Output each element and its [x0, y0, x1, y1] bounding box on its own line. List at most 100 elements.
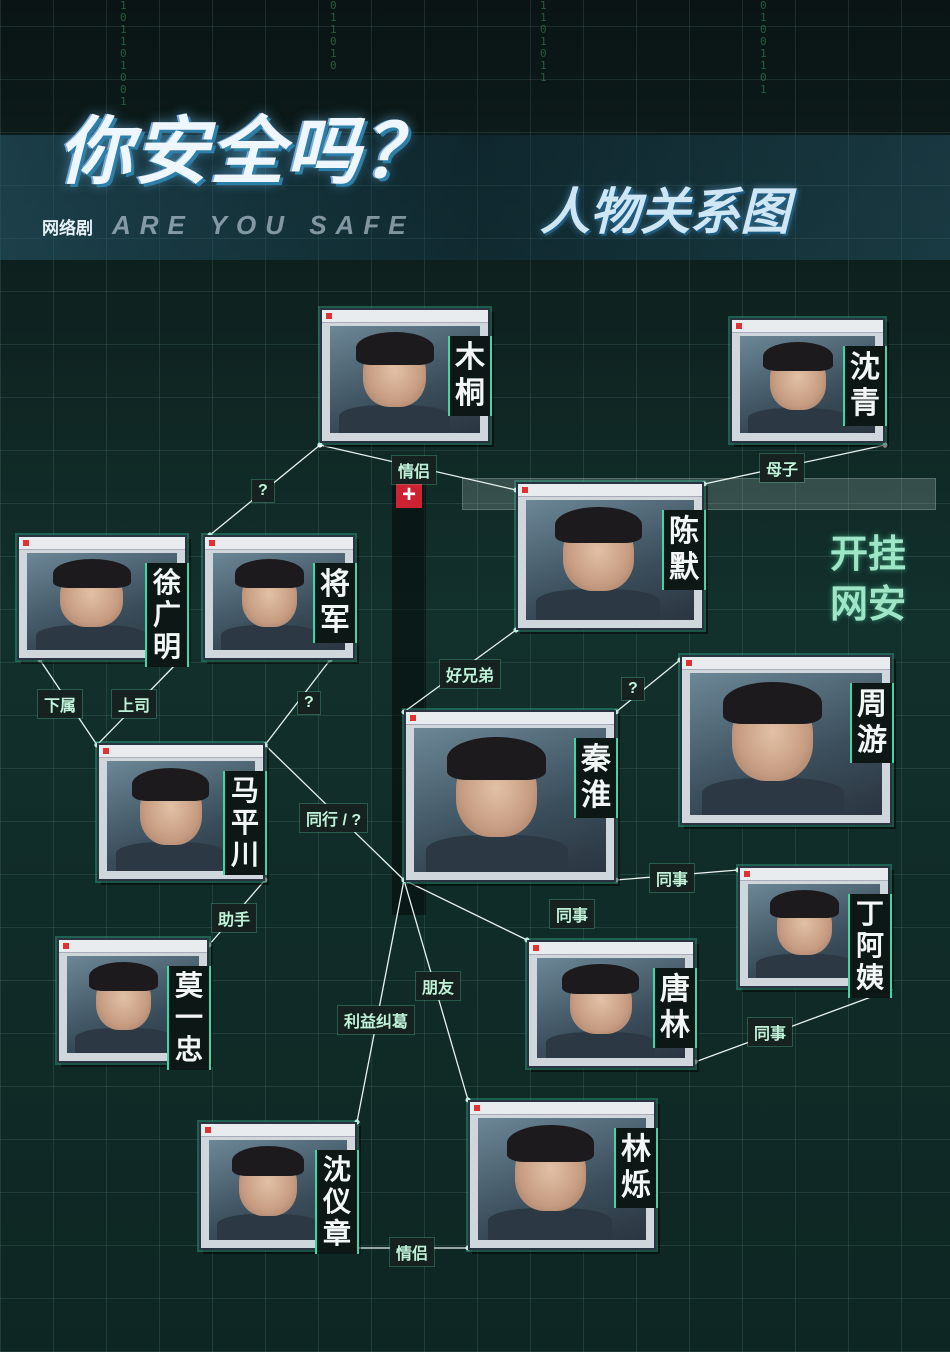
portrait-body [748, 407, 848, 433]
character-photo [748, 884, 880, 978]
window-close-icon [744, 871, 750, 877]
window-close-icon [23, 540, 29, 546]
character-card: 沈青 [730, 318, 885, 443]
character-photo [690, 673, 882, 815]
character-card: 秦淮 [404, 710, 616, 882]
page-subtitle: 人物关系图 [540, 184, 790, 240]
code-rain-decoration: 0 1 1 0 1 0 [330, 0, 337, 72]
character-name: 马平川 [225, 771, 265, 875]
window-titlebar [19, 537, 185, 550]
portrait-body [115, 842, 226, 871]
character-card: 徐广明 [17, 535, 187, 667]
portrait-body [701, 778, 844, 815]
portrait-hair [355, 332, 434, 365]
portrait-body [217, 1214, 320, 1240]
code-rain-decoration: 0 1 0 0 1 1 0 1 [760, 0, 767, 96]
portrait-hair [762, 341, 834, 371]
character-name: 沈仪章 [317, 1150, 357, 1254]
page-title: 你安全吗？ [58, 110, 438, 193]
relation-label: 助手 [212, 904, 257, 932]
window-titlebar [732, 320, 883, 333]
character-name: 陈默 [664, 510, 704, 590]
character-name: 莫一忠 [169, 966, 209, 1070]
character-card: 唐林 [527, 940, 695, 1068]
relation-label: 好兄弟 [440, 660, 501, 688]
portrait-body [74, 1027, 173, 1053]
window-close-icon [686, 660, 692, 666]
portrait-body [220, 624, 319, 650]
window-close-icon [326, 313, 332, 319]
character-card: 莫一忠 [57, 938, 209, 1070]
relation-label: 利益纠葛 [338, 1006, 415, 1034]
portrait-hair [235, 558, 305, 588]
window-titlebar [470, 1102, 654, 1115]
window-close-icon [103, 748, 109, 754]
relation-line [615, 659, 681, 713]
slogan-line: 网安 [829, 584, 906, 626]
window-close-icon [205, 1127, 211, 1133]
window-close-icon [410, 715, 416, 721]
portrait-body [488, 1208, 613, 1240]
character-name: 徐广明 [147, 563, 187, 667]
portrait-hair [562, 964, 640, 994]
relation-label: ? [622, 678, 644, 700]
window-titlebar [99, 745, 263, 758]
character-card: 林烁 [468, 1100, 656, 1250]
window-titlebar [518, 484, 702, 497]
relation-line [403, 879, 528, 941]
relation-line [694, 989, 891, 1063]
relation-label: 同事 [650, 864, 695, 892]
window-titlebar [59, 940, 207, 953]
window-close-icon [209, 540, 215, 546]
relation-label: 同事 [550, 900, 595, 928]
relation-label: 同事 [748, 1018, 793, 1046]
window-titlebar [529, 942, 693, 955]
code-rain-decoration: 1 0 1 1 0 1 0 0 1 [120, 0, 127, 108]
portrait-hair [506, 1125, 594, 1162]
portrait-hair [232, 1146, 305, 1176]
character-card: 马平川 [97, 743, 265, 881]
character-name: 将军 [315, 563, 355, 643]
portrait-hair [554, 507, 642, 544]
window-close-icon [533, 945, 539, 951]
relation-label: 母子 [760, 454, 805, 482]
portrait-body [536, 588, 661, 620]
character-name: 唐林 [655, 968, 695, 1048]
plus-icon: + [396, 482, 422, 508]
english-title: ARE YOU SAFE [112, 210, 415, 240]
header-band [0, 135, 950, 260]
relation-label: ? [298, 692, 320, 714]
portrait-body [545, 1032, 656, 1058]
relation-label: ? [252, 480, 274, 502]
window-titlebar [682, 657, 890, 670]
window-close-icon [522, 487, 528, 493]
portrait-body [339, 405, 450, 433]
character-name: 林烁 [616, 1128, 656, 1208]
character-card: 丁阿姨 [738, 866, 890, 998]
window-titlebar [322, 310, 488, 323]
slogan-line: 开挂 [829, 534, 906, 576]
relation-label: 朋友 [416, 972, 461, 1000]
relation-label: 同行 / ? [300, 804, 368, 832]
portrait-body [755, 953, 854, 978]
character-name: 丁阿姨 [850, 894, 890, 998]
window-close-icon [474, 1105, 480, 1111]
character-photo [414, 728, 606, 872]
portrait-hair [52, 558, 131, 588]
relation-endpoint [882, 442, 888, 448]
slogan: 开挂 网安 [818, 530, 918, 630]
window-titlebar [205, 537, 353, 550]
window-close-icon [736, 323, 742, 329]
window-titlebar [406, 712, 614, 725]
character-card: 周游 [680, 655, 892, 825]
character-name: 秦淮 [576, 738, 616, 818]
window-titlebar [740, 868, 888, 881]
portrait-hair [132, 767, 210, 801]
character-name: 沈青 [845, 346, 885, 426]
window-close-icon [63, 943, 69, 949]
portrait-hair [89, 961, 159, 991]
character-card: 沈仪章 [199, 1122, 357, 1254]
relation-label: 上司 [112, 690, 157, 718]
code-rain-decoration: 1 1 0 1 0 1 1 [540, 0, 547, 84]
